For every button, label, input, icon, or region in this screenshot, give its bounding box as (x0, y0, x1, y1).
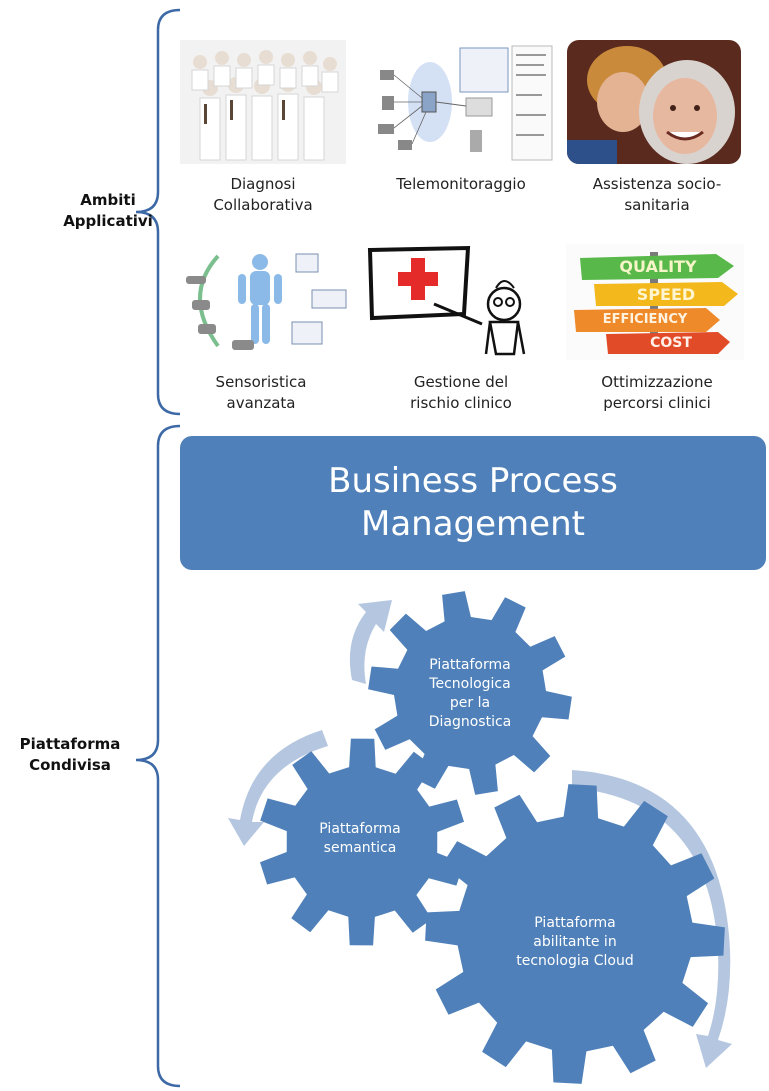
section-label-ambiti: Ambiti Applicativi (63, 191, 153, 230)
gear-semantica (260, 738, 464, 946)
gear-label-diagnostica: Piattaforma Tecnologica per la Diagnosti… (428, 657, 512, 730)
signpost-cost: COST (650, 335, 692, 351)
image-sensors-body (178, 246, 350, 356)
image-telemonitoring (370, 40, 554, 164)
bpm-title-line2: Management (361, 504, 585, 544)
image-elderly-care (567, 40, 741, 164)
gear-cloud (425, 784, 725, 1084)
image-doctors-group (180, 40, 346, 164)
section-label-piattaforma: Piattaforma Condivisa (19, 735, 121, 774)
caption-assistenza: Assistenza socio-sanitaria (592, 175, 722, 214)
gear-diagnostica (368, 591, 572, 795)
image-clinical-risk (364, 244, 548, 358)
signpost-quality: QUALITY (619, 257, 697, 276)
signpost-efficiency: EFFICIENCY (602, 312, 688, 327)
caption-telemonitoraggio: Telemonitoraggio (396, 175, 526, 193)
gear-label-semantica: Piattaforma semantica (319, 821, 401, 856)
bpm-banner: Business Process Management (180, 436, 766, 570)
bracket-piattaforma (135, 424, 181, 1088)
cycle-arrows (228, 600, 732, 1068)
bracket-ambiti (135, 8, 181, 416)
bpm-title-line1: Business Process (328, 461, 618, 501)
image-signpost: QUALITY SPEED EFFICIENCY COST (566, 244, 744, 360)
signpost-speed: SPEED (636, 285, 696, 304)
gear-label-cloud: Piattaforma abilitante in tecnologia Clo… (516, 915, 634, 969)
